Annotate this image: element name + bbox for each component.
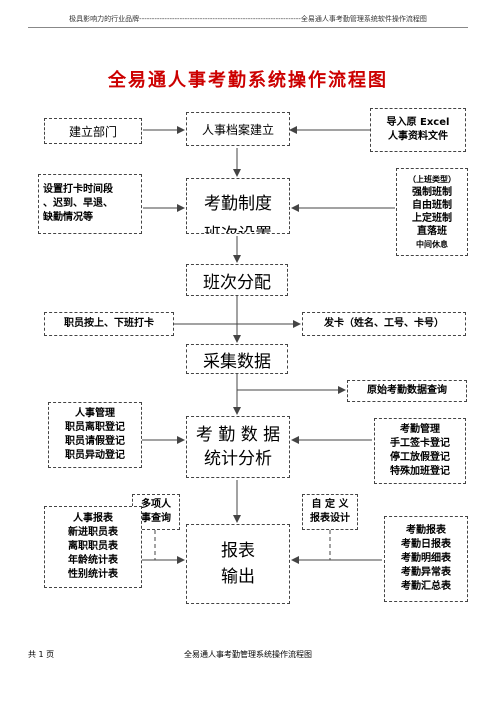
set-time-box: 设置打卡时间段 、迟到、早退、 缺勤情况等 <box>38 174 142 234</box>
shift-type-1: 强制班制 <box>412 187 452 198</box>
attendance-rule-sub: 班次设置 <box>204 220 272 233</box>
page-header: 极具影响力的行业品牌------------------------------… <box>69 15 427 23</box>
attendance-calc-line-1: 考 勤 数 据 <box>195 425 281 445</box>
custom-report-box: 自 定 义 报表设计 <box>302 494 358 530</box>
attendance-calc-line-2: 统计分析 <box>204 449 272 469</box>
hr-report-line-3: 离职职员表 <box>68 541 118 552</box>
set-time-line-1: 设置打卡时间段 <box>43 184 113 195</box>
shift-type-3: 上定班制 <box>412 213 452 224</box>
personnel-file-box: 人事档案建立 <box>186 112 290 146</box>
report-output-box: 报表 输出 <box>186 524 290 604</box>
hr-mgmt-line-4: 职员异动登记 <box>65 450 125 461</box>
shift-assign-box: 班次分配 <box>186 264 288 296</box>
shift-types-header: （上班类型） <box>408 175 456 184</box>
att-mgmt-line-4: 特殊加班登记 <box>390 466 450 477</box>
import-excel-line-2: 人事资料文件 <box>388 131 448 142</box>
build-dept-box: 建立部门 <box>44 118 142 144</box>
shift-type-2: 自由班制 <box>412 200 452 211</box>
hr-mgmt-line-2: 职员离职登记 <box>65 422 125 433</box>
hr-report-line-4: 年龄统计表 <box>68 555 118 566</box>
att-report-line-2: 考勤日报表 <box>401 539 451 550</box>
multi-query-line-1: 多项人 <box>141 499 171 510</box>
hr-report-line-2: 新进职员表 <box>68 527 118 538</box>
issue-card-box: 发卡（姓名、工号、卡号） <box>302 312 466 336</box>
diagram-title: 全易通人事考勤系统操作流程图 <box>108 70 388 91</box>
shift-type-5: 中间休息 <box>416 240 448 249</box>
hr-report-line-5: 性别统计表 <box>68 569 118 580</box>
footer-title: 全易通人事考勤管理系统操作流程图 <box>184 650 312 659</box>
staff-punch-box: 职员按上、下班打卡 <box>44 312 174 336</box>
import-excel-line-1: 导入原 Excel <box>386 117 450 128</box>
hr-mgmt-line-3: 职员请假登记 <box>65 436 125 447</box>
att-mgmt-line-1: 考勤管理 <box>400 424 440 435</box>
hr-mgmt-line-1: 人事管理 <box>75 408 115 419</box>
import-excel-box: 导入原 Excel 人事资料文件 <box>370 108 466 152</box>
attendance-rule-box: 考勤制度 班次设置 <box>186 178 290 234</box>
att-report-box: 考勤报表 考勤日报表 考勤明细表 考勤异常表 考勤汇总表 <box>384 516 468 602</box>
att-report-line-1: 考勤报表 <box>406 525 446 536</box>
hr-report-line-1: 人事报表 <box>73 513 113 524</box>
att-mgmt-line-3: 停工放假登记 <box>390 452 450 463</box>
shift-types-box: （上班类型） 强制班制 自由班制 上定班制 直落班 中间休息 <box>396 168 468 256</box>
report-output-line-2: 输出 <box>221 567 255 587</box>
raw-query-box: 原始考勤数据查询 <box>347 380 467 402</box>
custom-report-line-2: 报表设计 <box>310 513 350 524</box>
header-divider <box>28 27 468 28</box>
att-report-line-3: 考勤明细表 <box>401 553 451 564</box>
att-mgmt-line-2: 手工签卡登记 <box>390 438 450 449</box>
shift-type-4: 直落班 <box>417 226 447 237</box>
hr-report-box: 人事报表 新进职员表 离职职员表 年龄统计表 性别统计表 <box>44 506 142 588</box>
custom-report-line-1: 自 定 义 <box>311 499 349 510</box>
multi-query-line-2: 事查询 <box>141 513 171 524</box>
attendance-rule-label: 考勤制度 <box>204 194 272 214</box>
att-report-line-5: 考勤汇总表 <box>401 581 451 592</box>
hr-mgmt-box: 人事管理 职员离职登记 职员请假登记 职员异动登记 <box>48 402 142 468</box>
att-report-line-4: 考勤异常表 <box>401 567 451 578</box>
footer-page-count: 共 1 页 <box>28 650 55 659</box>
set-time-line-3: 缺勤情况等 <box>43 212 93 223</box>
attendance-calc-box: 考 勤 数 据 统计分析 <box>186 416 290 478</box>
report-output-line-1: 报表 <box>221 541 255 561</box>
att-mgmt-box: 考勤管理 手工签卡登记 停工放假登记 特殊加班登记 <box>374 418 466 484</box>
set-time-line-2: 、迟到、早退、 <box>43 198 113 209</box>
collect-data-box: 采集数据 <box>186 344 288 374</box>
